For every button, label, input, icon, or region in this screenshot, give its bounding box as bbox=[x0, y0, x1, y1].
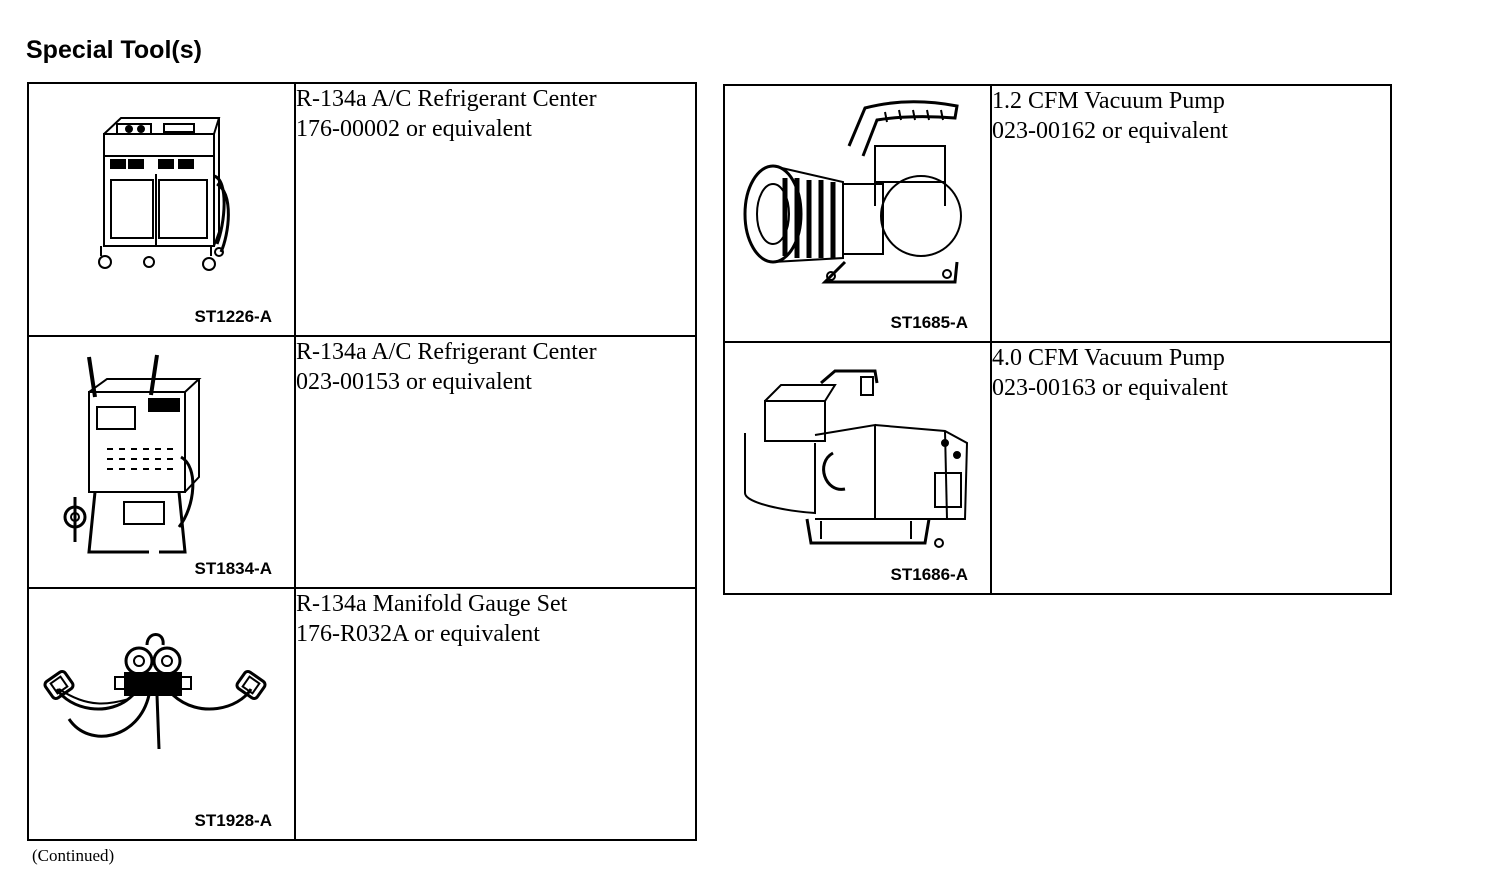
continued-note: (Continued) bbox=[32, 846, 115, 865]
tool-illustration-cell: ST1685-A bbox=[723, 84, 992, 343]
tool-part-number: 176-00002 or equivalent bbox=[296, 116, 532, 142]
tool-name: 1.2 CFM Vacuum Pump bbox=[992, 88, 1225, 114]
tool-illustration-cell: ST1686-A bbox=[723, 341, 992, 595]
tool-name: 4.0 CFM Vacuum Pump bbox=[992, 345, 1225, 371]
tool-row: ST1226-A R-134a A/C Refrigerant Center 1… bbox=[27, 82, 697, 337]
tool-code: ST1928-A bbox=[194, 811, 272, 830]
tool-part-number: 023-00163 or equivalent bbox=[992, 375, 1228, 401]
refrigerant-center-upright-illustration bbox=[63, 354, 202, 554]
vacuum-pump-large-illustration bbox=[744, 369, 969, 548]
tool-row: ST1686-A 4.0 CFM Vacuum Pump 023-00163 o… bbox=[723, 341, 1392, 595]
tool-code: ST1686-A bbox=[890, 565, 968, 584]
page-heading: Special Tool(s) bbox=[26, 36, 202, 64]
tool-illustration-cell: ST1834-A bbox=[27, 335, 296, 589]
tool-description-cell: R-134a A/C Refrigerant Center 023-00153 … bbox=[294, 335, 697, 589]
tool-code: ST1226-A bbox=[194, 307, 272, 326]
tool-name: R-134a A/C Refrigerant Center bbox=[296, 86, 597, 112]
tool-row: ST1685-A 1.2 CFM Vacuum Pump 023-00162 o… bbox=[723, 84, 1392, 343]
manifold-gauge-set-illustration bbox=[43, 633, 267, 750]
tool-code: ST1834-A bbox=[194, 559, 272, 578]
tool-illustration-cell: ST1928-A bbox=[27, 587, 296, 841]
tool-description-cell: 1.2 CFM Vacuum Pump 023-00162 or equival… bbox=[990, 84, 1392, 343]
tool-row: ST1834-A R-134a A/C Refrigerant Center 0… bbox=[27, 335, 697, 589]
tool-name: R-134a A/C Refrigerant Center bbox=[296, 339, 597, 365]
tool-illustration-cell: ST1226-A bbox=[27, 82, 296, 337]
special-tools-table-right: ST1685-A 1.2 CFM Vacuum Pump 023-00162 o… bbox=[723, 84, 1392, 595]
tool-name: R-134a Manifold Gauge Set bbox=[296, 591, 568, 617]
tool-part-number: 176-R032A or equivalent bbox=[296, 621, 540, 647]
vacuum-pump-small-illustration bbox=[743, 100, 962, 284]
tool-description-cell: R-134a Manifold Gauge Set 176-R032A or e… bbox=[294, 587, 697, 841]
special-tools-table-left: ST1226-A R-134a A/C Refrigerant Center 1… bbox=[27, 82, 697, 841]
tool-part-number: 023-00153 or equivalent bbox=[296, 369, 532, 395]
tool-description-cell: R-134a A/C Refrigerant Center 176-00002 … bbox=[294, 82, 697, 337]
tool-code: ST1685-A bbox=[890, 313, 968, 332]
refrigerant-center-cart-illustration bbox=[98, 117, 230, 271]
tool-description-cell: 4.0 CFM Vacuum Pump 023-00163 or equival… bbox=[990, 341, 1392, 595]
tool-part-number: 023-00162 or equivalent bbox=[992, 118, 1228, 144]
tool-row: ST1928-A R-134a Manifold Gauge Set 176-R… bbox=[27, 587, 697, 841]
